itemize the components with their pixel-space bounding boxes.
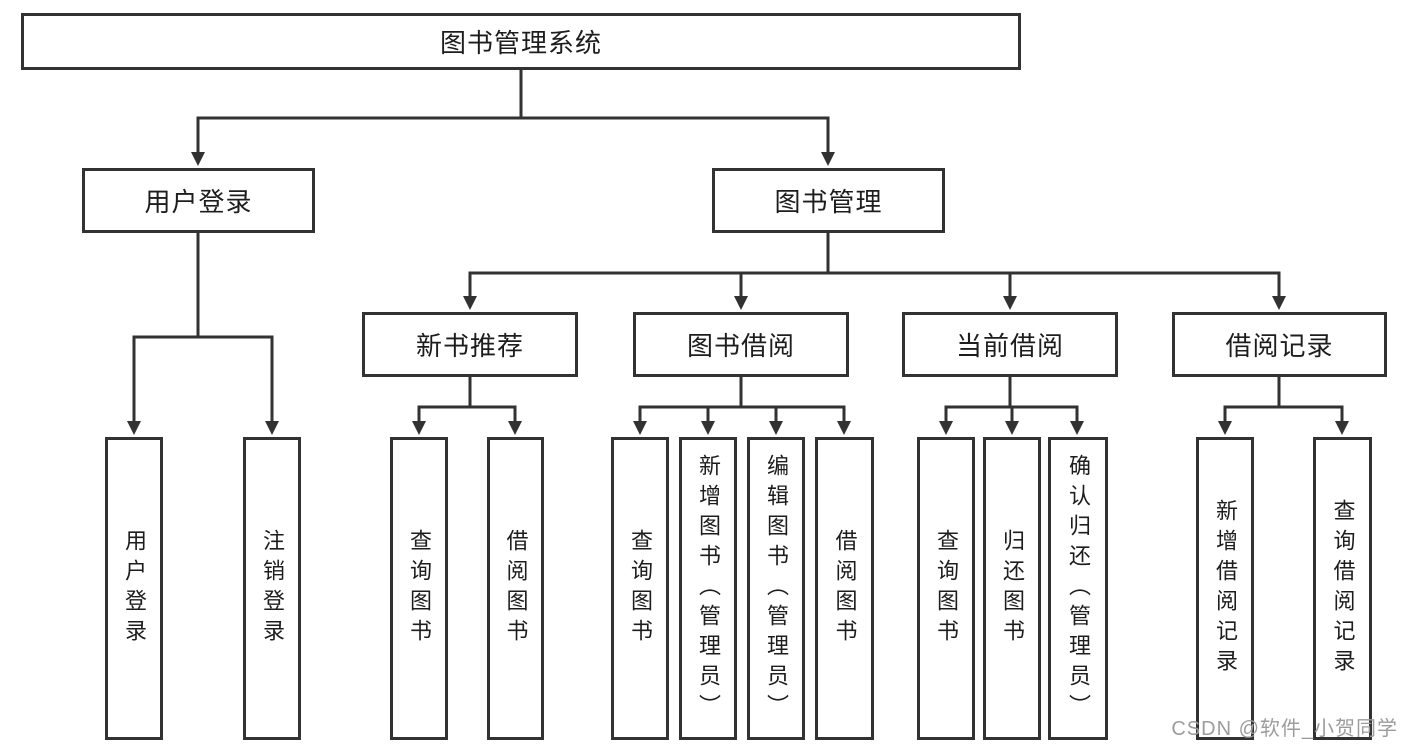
connector-cb-to-query-books: [939, 377, 1012, 435]
connector-br-to-add-record: [1218, 377, 1281, 435]
leaf-user-login: 用户登录: [105, 437, 163, 740]
connector-mgmt-to-current-borrow: [826, 233, 1017, 310]
connector-root-to-book-management: [519, 70, 835, 166]
leaf-nbr-borrow-books: 借阅图书: [487, 437, 544, 740]
node-book-borrow: 图书借阅: [633, 312, 849, 377]
node-new-book-recommend: 新书推荐: [362, 312, 578, 377]
connector-bb-to-borrow-books: [739, 377, 851, 435]
leaf-cb-query-books: 查询图书: [917, 437, 975, 740]
leaf-bb-edit-books-admin: 编辑图书（管理员）: [747, 437, 805, 740]
connector-root-to-user-login: [191, 70, 523, 166]
node-user-login: 用户登录: [82, 168, 315, 233]
node-borrow-records: 借阅记录: [1172, 312, 1387, 377]
leaf-br-query-borrow-record: 查询借阅记录: [1313, 437, 1372, 740]
leaf-bb-query-books: 查询图书: [611, 437, 669, 740]
leaf-bb-borrow-books: 借阅图书: [815, 437, 874, 740]
connector-bb-to-add-books: [701, 377, 743, 435]
csdn-watermark: CSDN @软件_小贺同学: [1171, 718, 1398, 740]
leaf-nbr-query-books: 查询图书: [390, 437, 448, 740]
connector-bb-to-query-books: [633, 377, 743, 435]
connector-mgmt-to-new-book-recommend: [463, 233, 830, 310]
leaf-cb-return-books: 归还图书: [983, 437, 1041, 740]
leaf-cb-confirm-return-admin: 确认归还（管理员）: [1048, 437, 1108, 740]
connector-nbr-to-query-books: [412, 377, 472, 435]
leaf-bb-add-books-admin: 新增图书（管理员）: [679, 437, 737, 740]
connector-cb-to-confirm-return: [1008, 377, 1084, 435]
node-current-borrow: 当前借阅: [902, 312, 1118, 377]
leaf-logout: 注销登录: [243, 437, 301, 740]
connector-login-to-leaf-logout: [196, 233, 279, 435]
connector-mgmt-to-borrow-records: [826, 233, 1286, 310]
connector-bb-to-edit-books: [739, 377, 783, 435]
connector-br-to-query-record: [1277, 377, 1349, 435]
connector-mgmt-to-book-borrow: [734, 233, 830, 310]
node-book-management: 图书管理: [712, 168, 945, 233]
node-library-management-system: 图书管理系统: [21, 13, 1021, 70]
connector-nbr-to-borrow-books: [468, 377, 522, 435]
connector-login-to-leaf-user-login: [127, 233, 200, 435]
leaf-br-add-borrow-record: 新增借阅记录: [1196, 437, 1254, 740]
